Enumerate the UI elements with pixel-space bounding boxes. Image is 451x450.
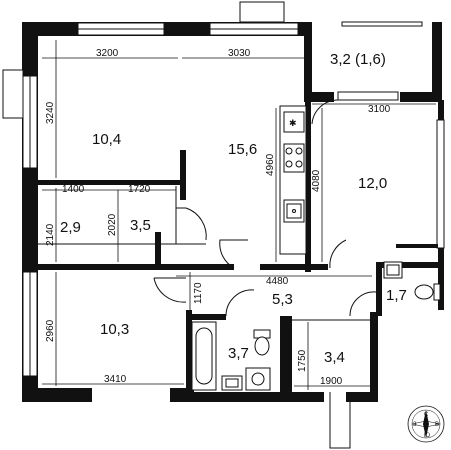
room-area-closet-middle: 3,5 [130,217,151,234]
dim-3240-label: 3240 [45,101,56,124]
dim-1900-label: 1900 [320,376,343,387]
room-area-hallway: 5,3 [272,291,293,308]
dim-4960-label: 4960 [265,153,276,176]
toilet-icon [253,329,271,356]
dim-3030-label: 3030 [228,48,251,59]
stove-icon [283,143,305,173]
room-area-bedroom-top-left: 10,4 [92,131,121,148]
fridge-icon: ✱ [289,118,297,128]
sink-icon [221,375,243,391]
dim-3100-label: 3100 [368,104,391,115]
compass-north: С [424,412,429,418]
compass-west: З [413,422,417,428]
dim-4080-label: 4080 [311,169,322,192]
toilet-icon [414,283,441,301]
dim-1720-label: 1720 [128,184,151,195]
dimension-labels: 3200 3030 3100 3240 4960 4080 1400 1720 … [45,48,391,387]
dim-1170-label: 1170 [193,282,204,304]
room-area-balcony: 3,2 (1,6) [330,51,386,68]
room-area-bathroom: 3,7 [228,345,249,362]
interior-walls [38,96,444,392]
dimension-lines [42,40,436,390]
dim-2140-label: 2140 [45,223,56,246]
dim-1400-label: 1400 [62,184,85,195]
bathtub-icon [191,321,217,391]
doors [153,207,377,449]
room-labels: 10,4 15,6 3,2 (1,6) 12,0 2,9 3,5 5,3 1,7… [60,51,407,366]
room-area-storage: 3,4 [324,349,345,366]
dim-2020-label: 2020 [107,213,118,236]
dim-3410-label: 3410 [104,374,127,385]
washing-machine-icon [245,367,271,391]
room-area-wc: 1,7 [386,287,407,304]
room-area-living-kitchen: 15,6 [228,141,257,158]
room-area-bedroom-right: 12,0 [358,175,387,192]
sink-icon [283,199,305,223]
dim-1750-label: 1750 [297,349,308,372]
kitchen-counter: ✱ [279,105,307,255]
room-area-bedroom-bottom-left: 10,3 [100,321,129,338]
compass-east: В [435,422,439,428]
compass-south: Ю [424,433,430,439]
sink-icon [383,261,403,279]
dim-4480-label: 4480 [266,276,289,287]
dim-2960-label: 2960 [45,319,56,342]
compass-icon: С Ю З В [407,405,445,443]
windows [2,1,445,377]
dim-3200-label: 3200 [96,48,119,59]
room-area-closet-left: 2,9 [60,219,81,236]
